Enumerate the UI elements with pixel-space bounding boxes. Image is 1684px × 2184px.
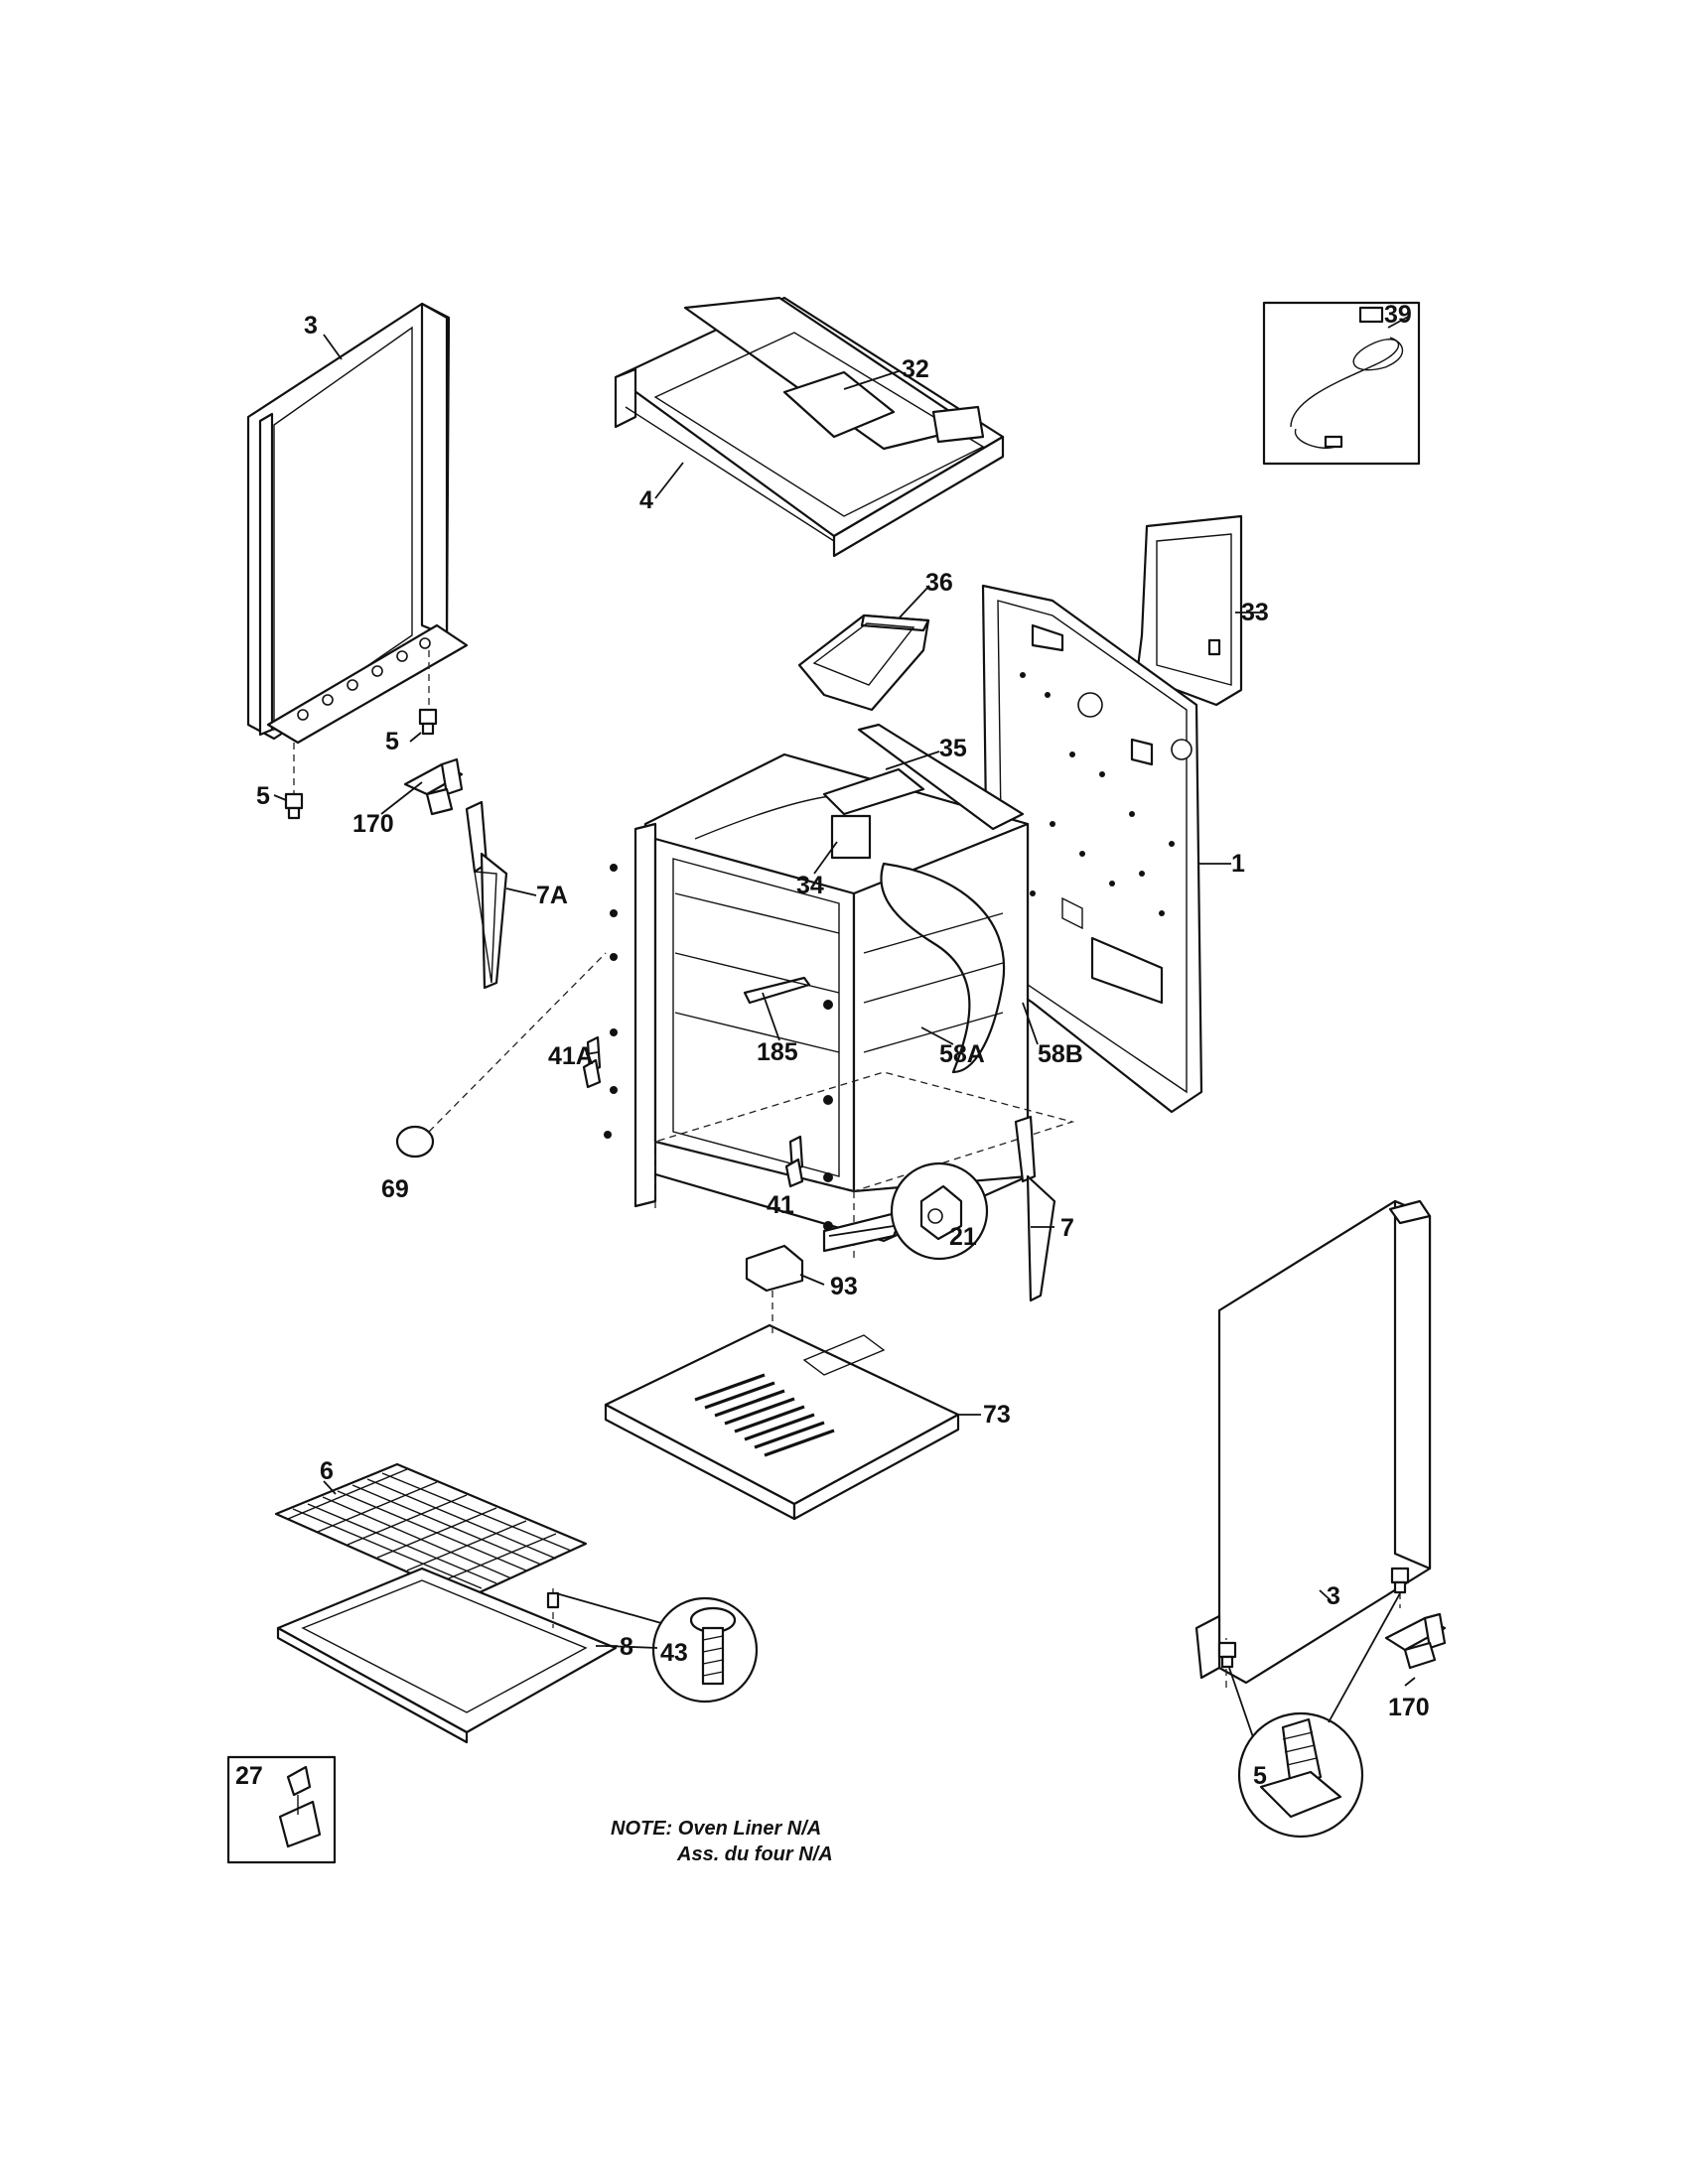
detail-21-inset: [828, 1161, 989, 1261]
detail-27-inset: [226, 1755, 337, 1864]
top-frame-assembly: [614, 296, 1005, 558]
callout-1: 1: [1231, 850, 1245, 878]
callout-58b: 58B: [1038, 1040, 1083, 1068]
callout-39: 39: [1384, 301, 1412, 329]
callout-7a: 7A: [536, 882, 568, 909]
callout-21: 21: [949, 1223, 977, 1251]
callout-43: 43: [660, 1639, 688, 1667]
callout-27: 27: [235, 1762, 263, 1790]
part-36-bracket: [797, 614, 930, 712]
callout-170-right: 170: [1388, 1694, 1430, 1721]
callout-69: 69: [381, 1175, 409, 1203]
callout-32: 32: [902, 355, 929, 383]
callout-3-left: 3: [304, 312, 318, 340]
leveling-screw-left-lower: [284, 792, 304, 820]
part-33-rear-cover: [1135, 514, 1243, 707]
power-cord-inset: [1262, 301, 1421, 466]
callout-5-a: 5: [385, 728, 399, 755]
callout-185: 185: [757, 1038, 798, 1066]
leader-lines: [273, 315, 1416, 1687]
oven-rack-6: [274, 1462, 588, 1600]
callout-34: 34: [796, 872, 824, 899]
broil-pan-8: [276, 1567, 618, 1744]
callout-5-b: 5: [256, 782, 270, 810]
left-side-panel: [246, 302, 469, 804]
callout-4: 4: [639, 486, 653, 514]
detail-5-leveler-inset: [1228, 1592, 1401, 1839]
bottom-panel-73: [604, 1291, 960, 1521]
bracket-41a: [582, 1035, 602, 1089]
callout-3-right: 3: [1327, 1582, 1340, 1610]
leveling-screw-right-lower: [1217, 1641, 1237, 1669]
callout-33: 33: [1241, 599, 1269, 626]
callout-73: 73: [983, 1401, 1011, 1429]
hinge-7a: [465, 800, 508, 990]
bracket-41: [784, 1135, 804, 1188]
oven-cavity-body: [604, 723, 1075, 1261]
right-side-panel: [1194, 1199, 1432, 1688]
bracket-170-right: [1384, 1612, 1447, 1670]
callout-labels: 3 32 4 39 36 33 5 5 170 35 1 7A 34 185 4…: [235, 301, 1430, 1790]
callout-41a: 41A: [548, 1042, 594, 1070]
leveling-screw-left-upper: [418, 708, 438, 736]
callout-36: 36: [925, 569, 953, 597]
callout-5-detail: 5: [1253, 1762, 1267, 1790]
callout-8: 8: [620, 1633, 633, 1661]
note-line-1: NOTE: Oven Liner N/A: [611, 1818, 821, 1840]
leveling-screw-right-upper: [1390, 1567, 1410, 1594]
callout-7: 7: [1060, 1214, 1074, 1242]
callout-6: 6: [320, 1457, 334, 1485]
callout-170-left: 170: [352, 810, 394, 838]
back-panel: [981, 584, 1203, 1114]
callout-58a: 58A: [939, 1040, 985, 1068]
plug-button-69: [395, 952, 607, 1159]
detail-43-screw-inset: [555, 1592, 759, 1704]
callout-41: 41: [767, 1191, 794, 1219]
callout-93: 93: [830, 1273, 858, 1300]
callout-35: 35: [939, 735, 967, 762]
hinge-7: [1014, 1115, 1056, 1302]
oven-liner-note: NOTE: Oven Liner N/A Ass. du four N/A: [611, 1818, 833, 1865]
note-line-2: Ass. du four N/A: [676, 1843, 833, 1865]
part-93-cap: [745, 1244, 804, 1293]
bracket-170-left: [403, 757, 464, 816]
